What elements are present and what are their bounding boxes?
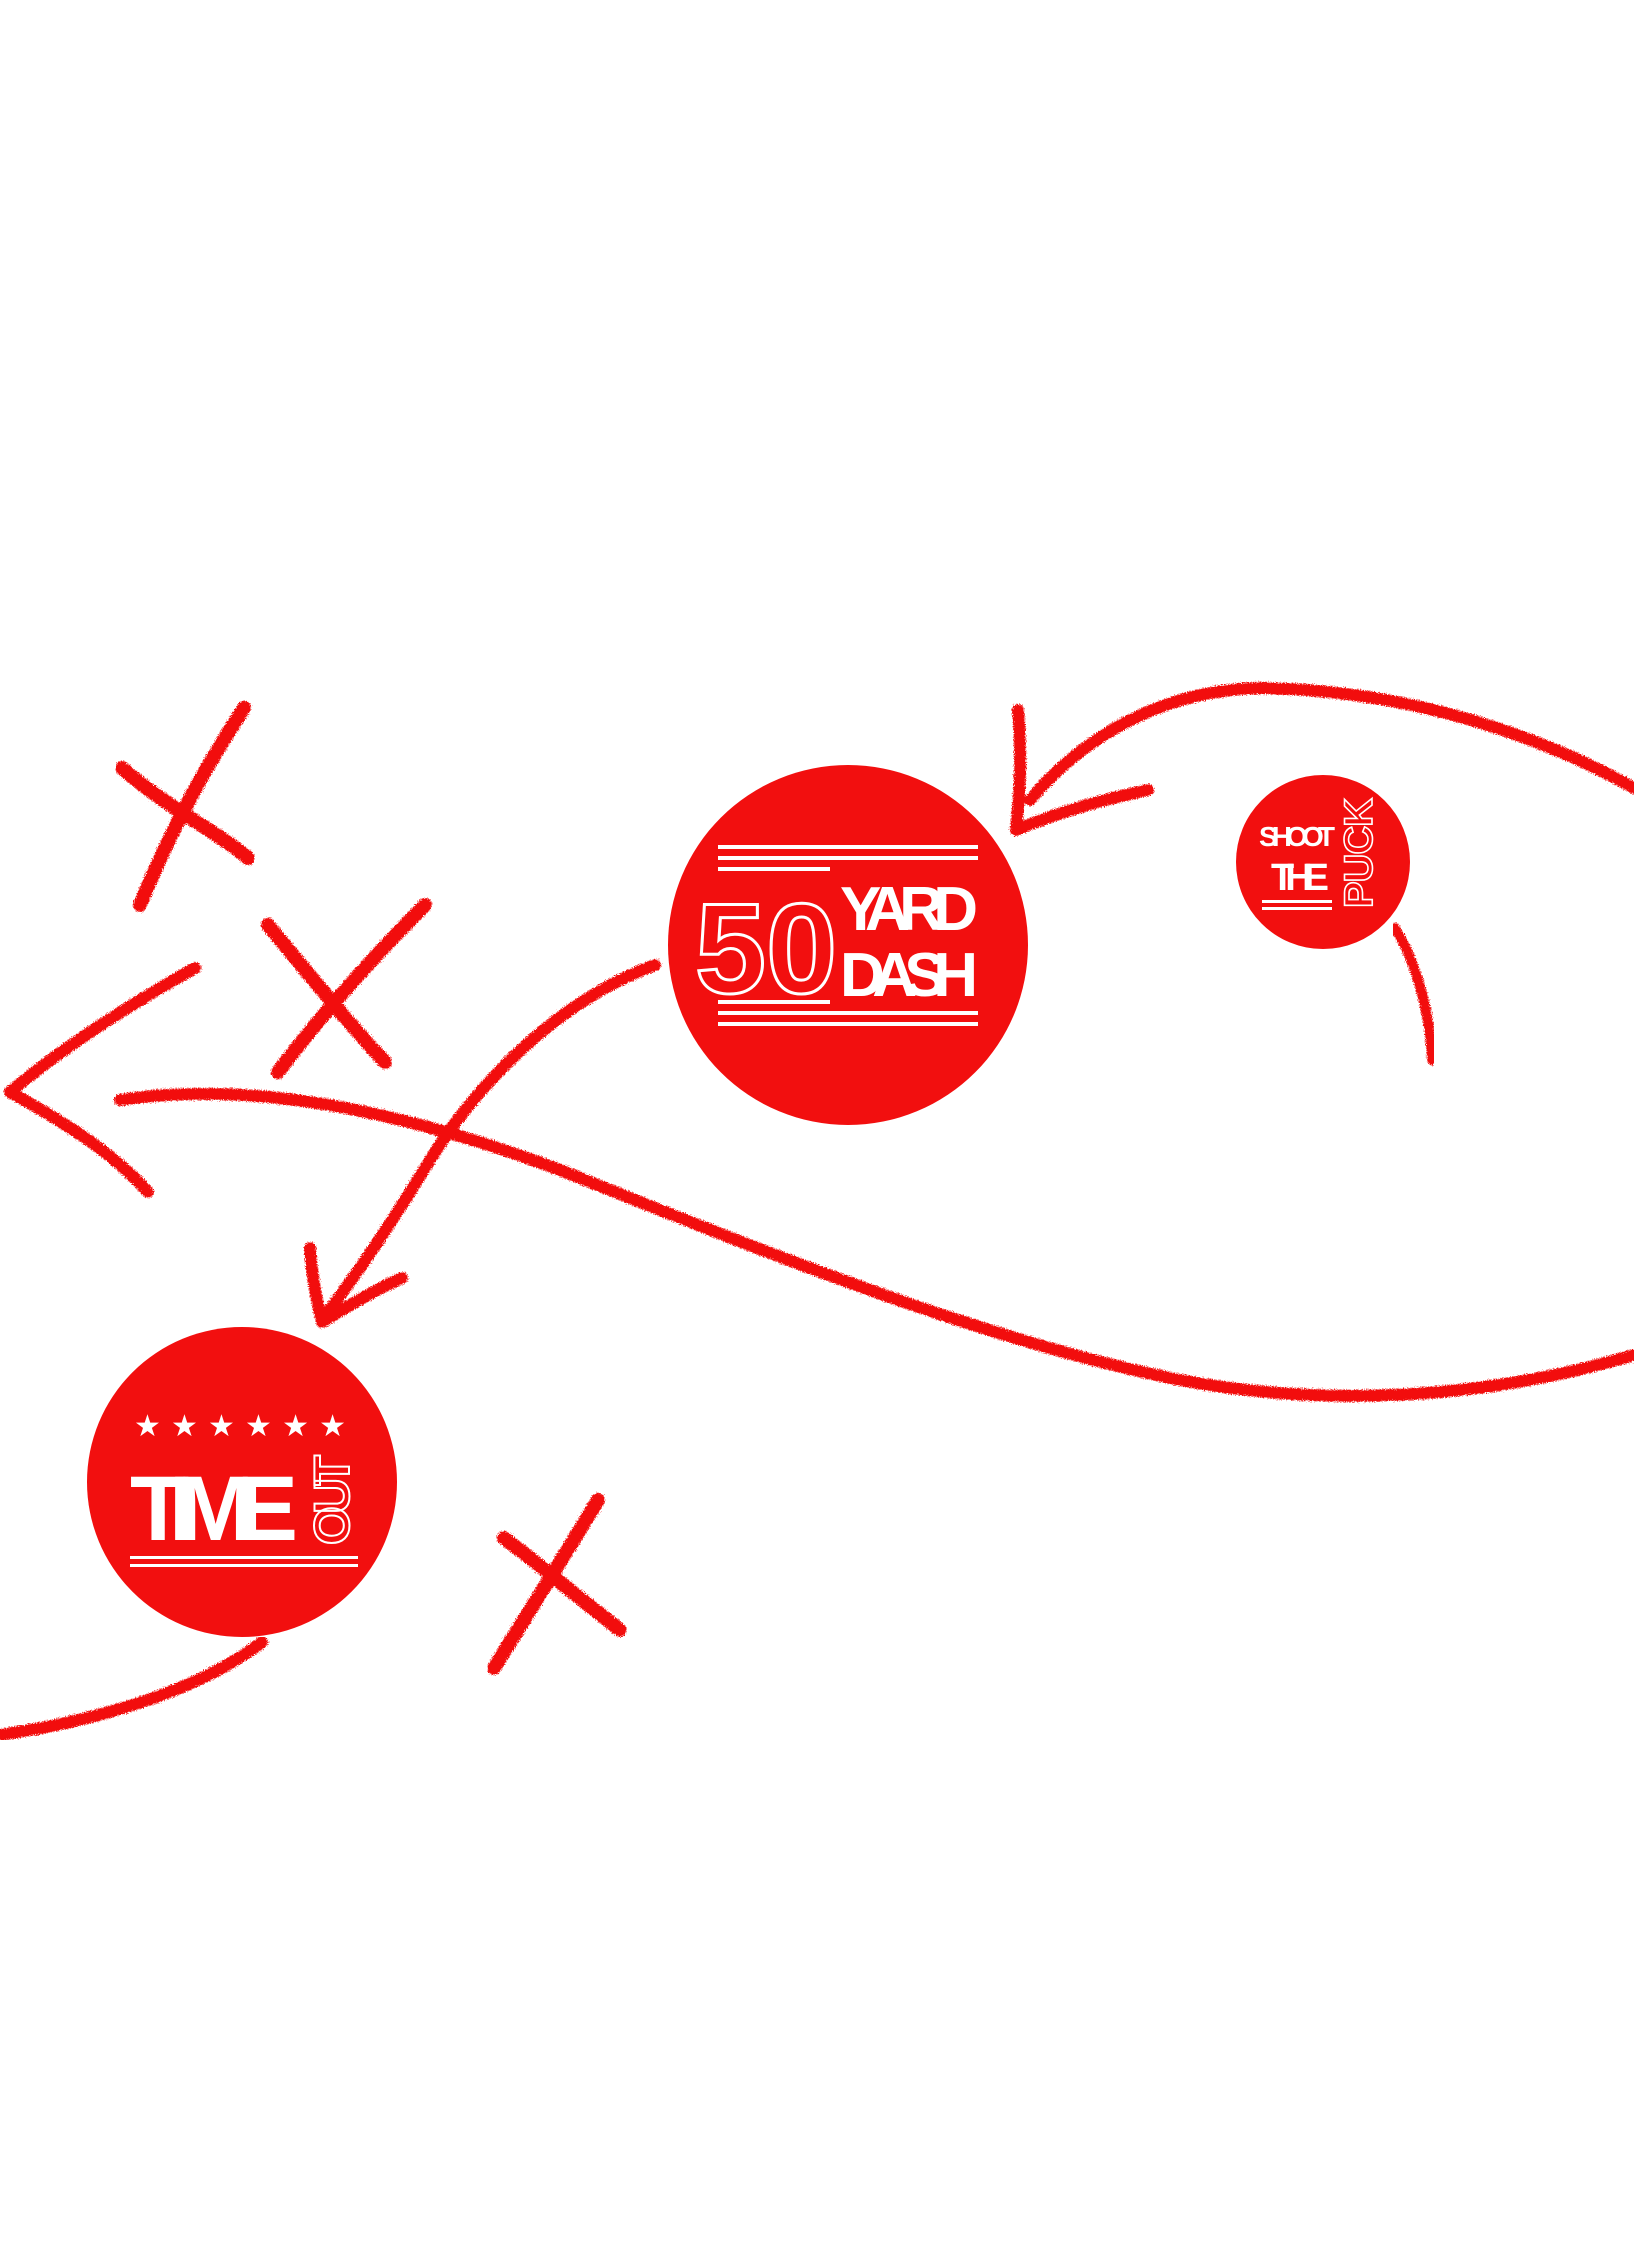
curve-under-puck: [1390, 923, 1437, 1065]
arrow-to-timeout: [304, 959, 661, 1328]
badge-50-line2: DASH: [840, 941, 978, 1010]
badge-puck-line1: SHOOT: [1259, 821, 1335, 852]
curve-bottom-left: [0, 1636, 268, 1741]
badge-timeout-word2: OUT: [304, 1455, 360, 1545]
badge-50-number: 50: [695, 878, 837, 1021]
x-mark-bottom: [487, 1493, 627, 1675]
arrow-long-left: [4, 962, 1634, 1402]
badge-puck-line3: PUCK: [1337, 798, 1381, 908]
badge-time-out: ★★★★★★ TIME OUT: [87, 1327, 397, 1637]
x-mark-middle: [261, 898, 432, 1079]
badge-shoot-the-puck: SHOOT THE PUCK: [1236, 775, 1410, 949]
x-mark-top-left: [115, 701, 255, 912]
badge-puck-line2: THE: [1271, 857, 1329, 899]
badge-50-line1: YARD: [840, 875, 978, 944]
arrow-top-right: [1010, 682, 1634, 836]
badge-50-yard-dash: 50 YARD DASH: [668, 765, 1028, 1125]
badge-timeout-word1: TIME: [130, 1458, 298, 1560]
